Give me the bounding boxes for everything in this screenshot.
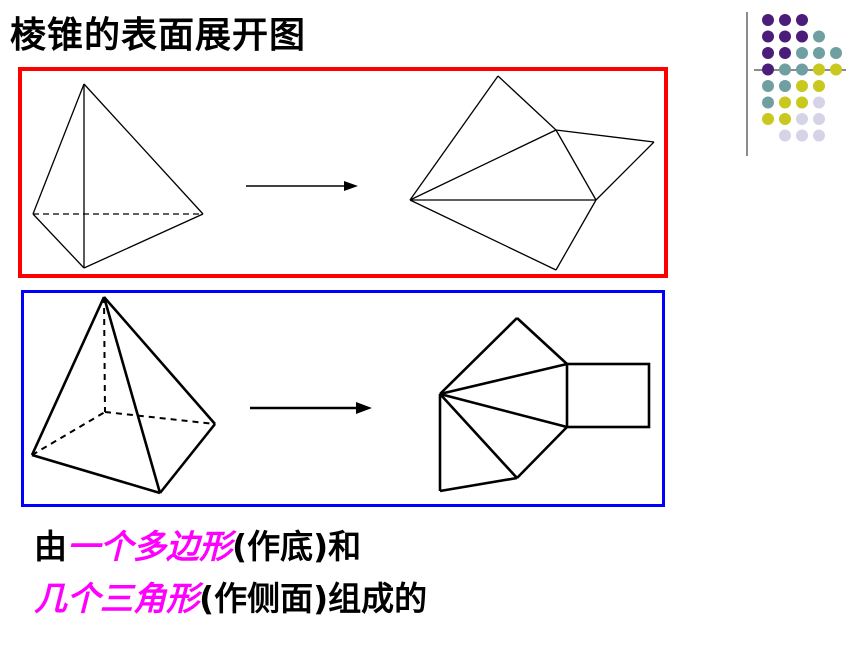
decor-dot <box>830 63 842 76</box>
arrow-right-icon <box>250 402 372 414</box>
decor-dot <box>779 63 791 76</box>
tetrahedron-net <box>409 75 655 271</box>
decor-dot <box>779 113 791 125</box>
decor-dot <box>830 47 842 59</box>
square-pyramid-net <box>438 317 651 493</box>
square-pyramid <box>30 296 217 495</box>
decor-dot <box>813 129 825 142</box>
decor-dot <box>796 30 808 43</box>
decor-dot <box>779 129 791 142</box>
decor-dot <box>762 30 774 43</box>
decor-dot <box>813 113 825 125</box>
decor-dot <box>779 80 791 92</box>
decor-dot <box>796 14 808 26</box>
caption-highlight: 一个多边形 <box>67 527 232 566</box>
decor-dot <box>762 113 774 125</box>
decor-dot <box>796 96 808 109</box>
decor-dot <box>762 80 774 92</box>
square-pyramid-frame <box>21 290 665 507</box>
decor-dot <box>762 14 774 26</box>
decor-dot <box>762 96 774 109</box>
decor-dot <box>779 30 791 43</box>
triangular-pyramid-frame <box>18 67 668 278</box>
decor-dot <box>796 113 808 125</box>
decor-dot <box>779 96 791 109</box>
decor-dot <box>796 47 808 59</box>
decor-dot <box>762 63 774 76</box>
decor-dot <box>813 96 825 109</box>
arrow-right-icon <box>246 181 358 191</box>
decor-dot <box>813 80 825 92</box>
decor-vertical-line <box>746 12 748 156</box>
caption-text: 由 <box>34 527 67 566</box>
caption-text: (作底)和 <box>232 527 362 566</box>
decor-dot <box>796 63 808 76</box>
caption-line-2: 几个三角形(作侧面)组成的 <box>34 572 427 620</box>
decor-dot-grid <box>762 14 842 142</box>
square-pyramid-hidden-edges <box>31 296 216 456</box>
decor-dot <box>779 14 791 26</box>
caption-text: (作侧面)组成的 <box>199 579 428 618</box>
decor-dot <box>796 129 808 142</box>
decor-dot <box>813 47 825 59</box>
decor-dot <box>796 80 808 92</box>
caption-highlight: 几个三角形 <box>34 579 199 618</box>
decor-dot <box>813 63 825 76</box>
tetrahedron <box>32 83 204 269</box>
decor-dot <box>813 30 825 43</box>
decor-dot <box>779 47 791 59</box>
caption-line-1: 由一个多边形(作底)和 <box>34 520 361 568</box>
slide-title: 棱锥的表面展开图 <box>10 15 307 56</box>
decor-dot <box>762 47 774 59</box>
